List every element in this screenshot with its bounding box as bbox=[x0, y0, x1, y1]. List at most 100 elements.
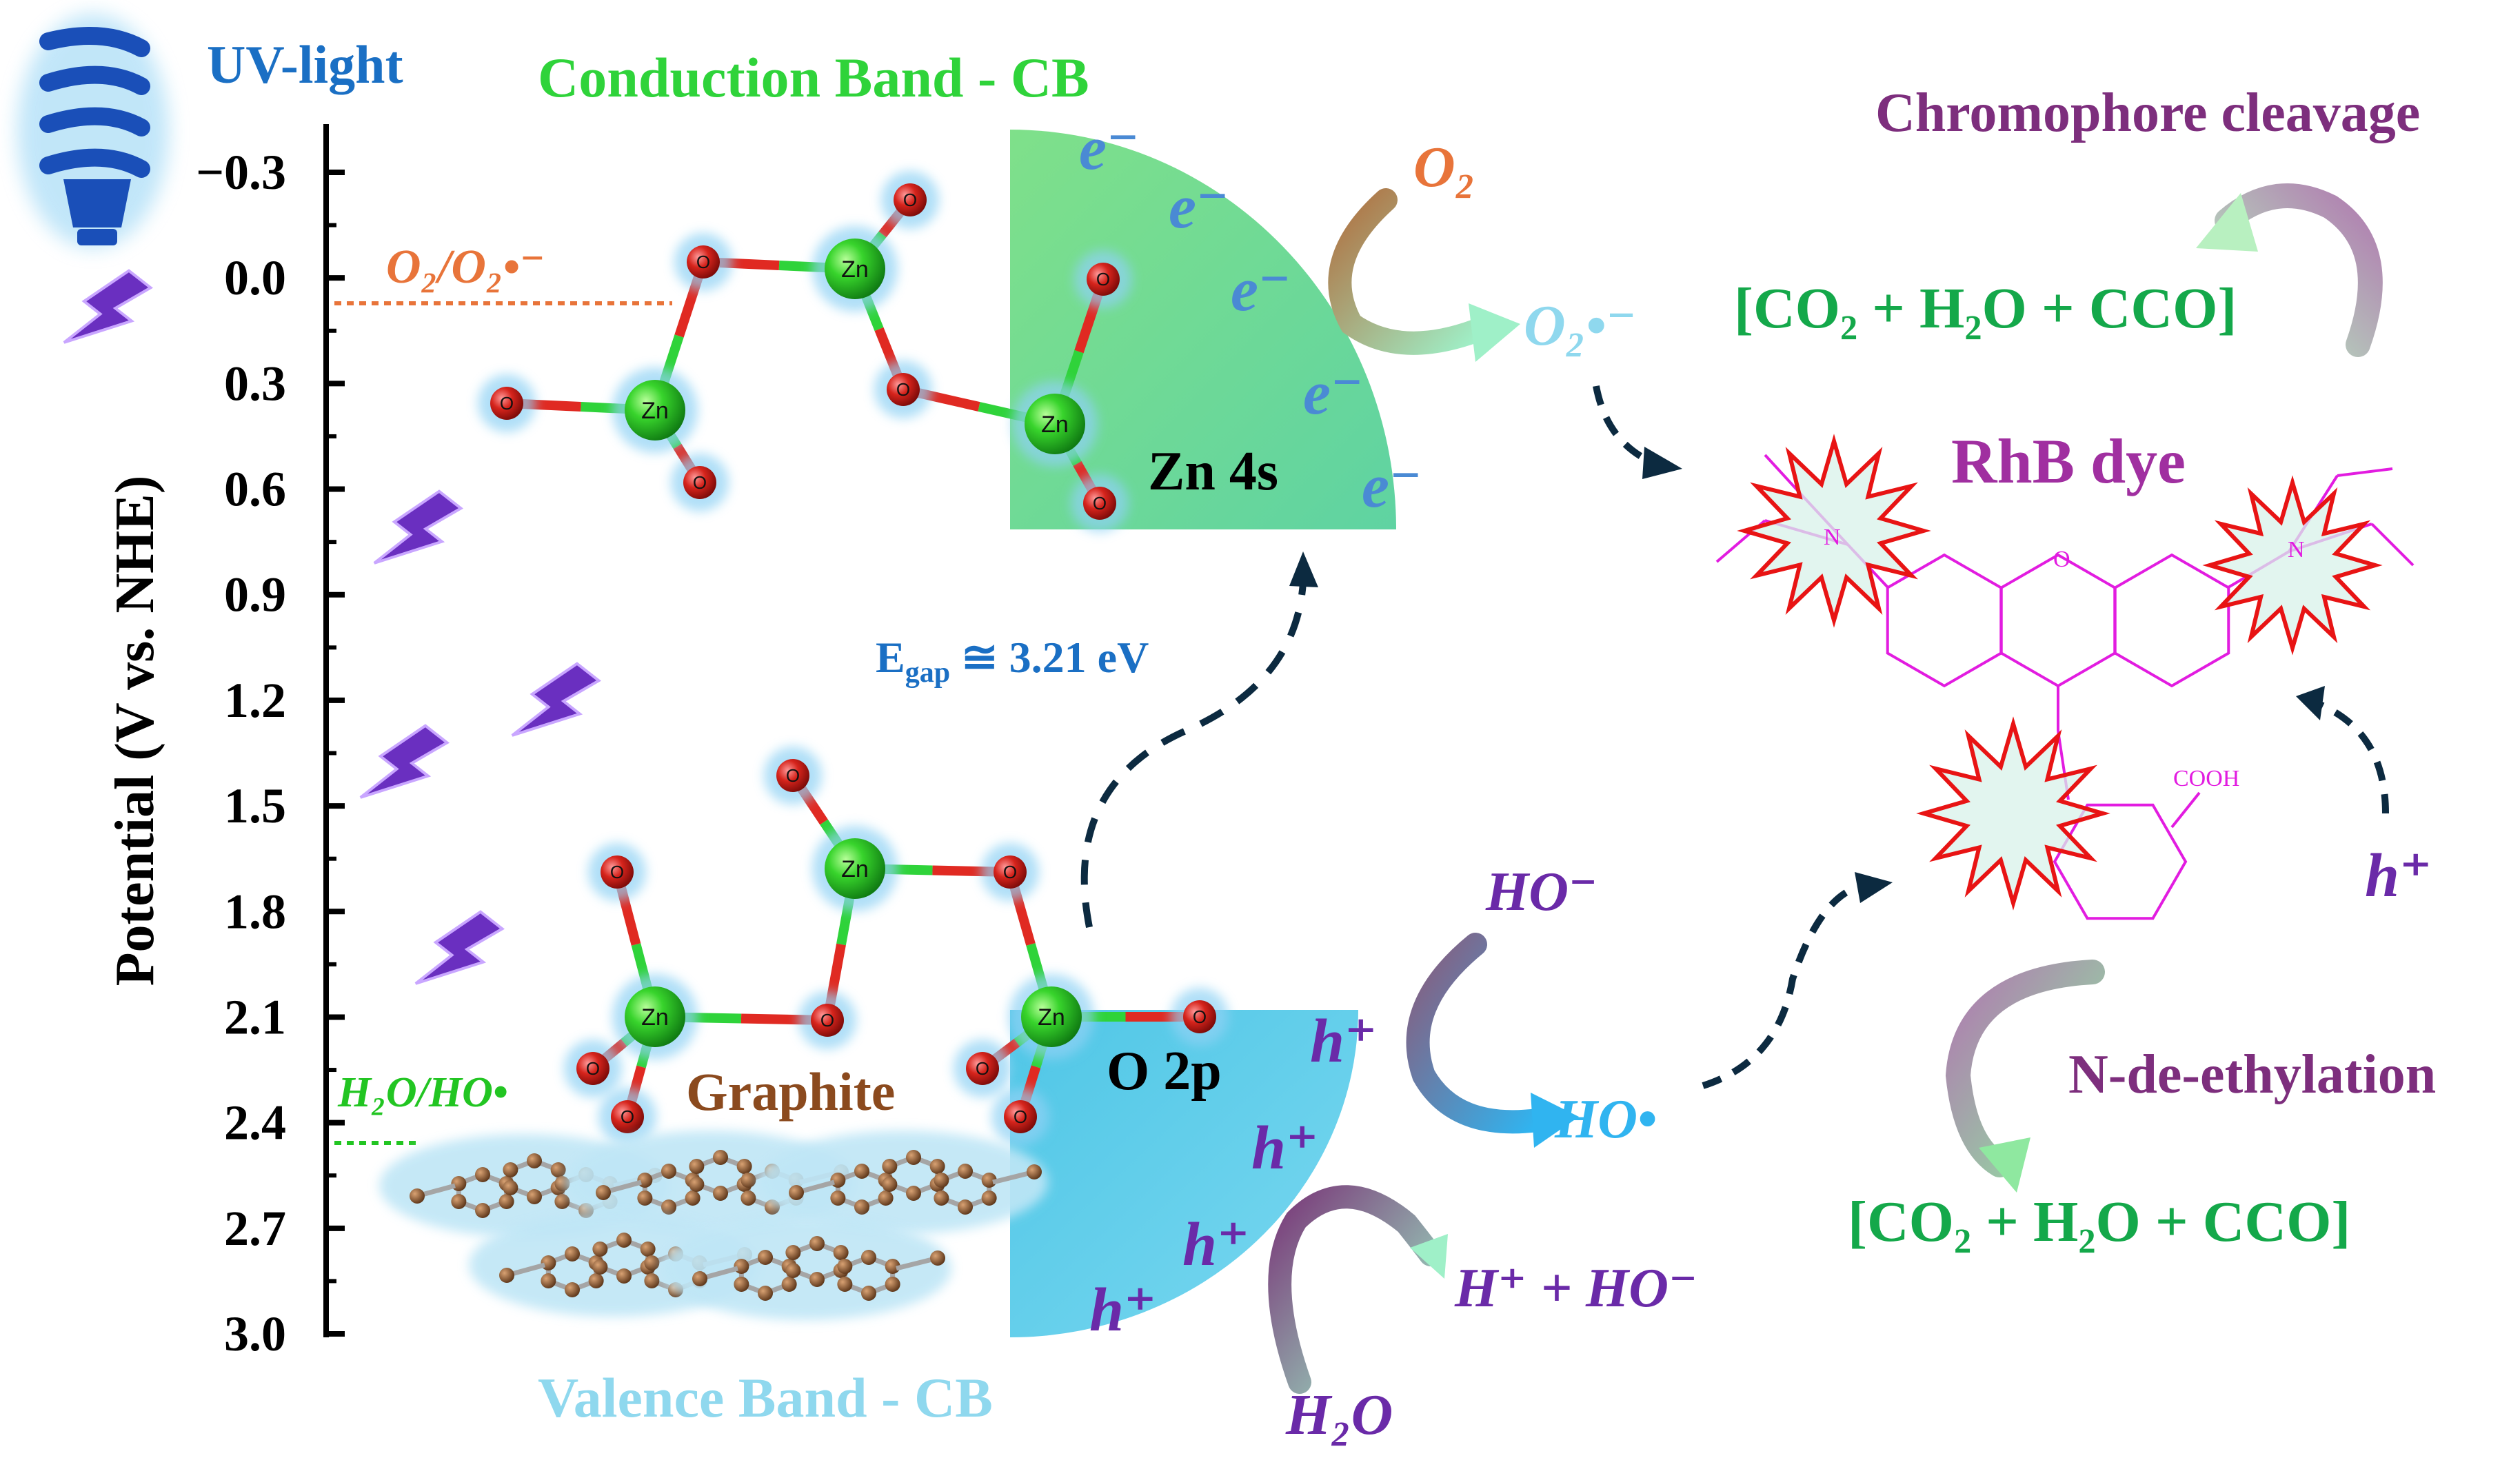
conduction-band-shape bbox=[1010, 130, 1396, 529]
h2o-couple-label: H₂O/HO• bbox=[337, 1069, 508, 1116]
o-atom-label: O bbox=[1003, 862, 1017, 882]
axis-tick-label: 1.5 bbox=[224, 778, 286, 833]
water-oxidation-arrowhead bbox=[1410, 1234, 1448, 1279]
o-atom bbox=[776, 759, 809, 792]
axis-tick-label: 2.4 bbox=[224, 1095, 286, 1151]
water-oxidation-arrow bbox=[1268, 1185, 1442, 1394]
carbon-atom bbox=[885, 1277, 900, 1292]
o-atom-label: O bbox=[610, 862, 624, 882]
electron-label: e⁻ bbox=[1231, 256, 1291, 324]
chromophore-arrowhead bbox=[2196, 193, 2258, 252]
rhb-cooh-label: COOH bbox=[2173, 766, 2239, 791]
carbon-atom bbox=[837, 1277, 853, 1292]
o-atom-label: O bbox=[1193, 1006, 1207, 1027]
rhb-n-right: N bbox=[2288, 537, 2305, 563]
electrons: e⁻ e⁻ e⁻ e⁻ e⁻ bbox=[1079, 114, 1422, 520]
uv-lamp-icon bbox=[17, 14, 169, 248]
n-deethylation-label: N-de-ethylation bbox=[2068, 1044, 2436, 1105]
o-atom bbox=[687, 245, 720, 278]
carbon-atom bbox=[661, 1199, 676, 1215]
attack-burst-icons bbox=[1737, 434, 2383, 911]
o2-species: O₂ bbox=[1413, 135, 1475, 199]
rhb-dye-label: RhB dye bbox=[1951, 426, 2186, 496]
carbon-atom bbox=[592, 1242, 608, 1257]
carbon-atom bbox=[644, 1273, 660, 1288]
o-atom-label: O bbox=[500, 393, 514, 414]
o2p-label: O 2p bbox=[1107, 1041, 1222, 1102]
graphite-label: Graphite bbox=[686, 1062, 895, 1122]
rhb-molecule bbox=[1715, 454, 2415, 920]
carbon-atom bbox=[958, 1164, 973, 1179]
superoxide-to-dye-arrow bbox=[1593, 385, 1653, 465]
zn-atom-label: Zn bbox=[1041, 412, 1069, 438]
axis-tick-label: 2.1 bbox=[224, 989, 286, 1044]
h-plus-ho-species: H⁺ + HO⁻ bbox=[1454, 1258, 1697, 1319]
h2o-species: H₂O bbox=[1285, 1383, 1393, 1447]
carbon-atom bbox=[616, 1233, 632, 1248]
o-atom-label: O bbox=[903, 190, 917, 210]
o-atom-label: O bbox=[820, 1010, 834, 1031]
lightning-bolt-icon bbox=[359, 724, 450, 799]
carbon-atom bbox=[854, 1199, 869, 1215]
carbon-atom bbox=[541, 1273, 556, 1288]
carbon-atom bbox=[689, 1177, 705, 1192]
carbon-atom bbox=[565, 1282, 580, 1297]
deethylation-arrowhead bbox=[1979, 1137, 2030, 1193]
o-atom bbox=[1183, 1000, 1216, 1033]
uv-light-label: UV-light bbox=[207, 34, 403, 94]
carbon-atom bbox=[541, 1255, 556, 1270]
hole-label: h⁺ bbox=[1251, 1114, 1319, 1182]
lightning-bolt-icon bbox=[414, 910, 505, 985]
zn-atom bbox=[625, 380, 685, 440]
o-atom-label: O bbox=[586, 1058, 600, 1079]
o-atom bbox=[490, 387, 523, 420]
carbon-atom bbox=[785, 1263, 801, 1278]
o-atom-label: O bbox=[1014, 1106, 1027, 1127]
attack-burst-icon bbox=[1916, 716, 2110, 911]
ho-oxidation-arrow bbox=[1406, 933, 1549, 1134]
rhb-o-label: O bbox=[2053, 547, 2070, 572]
carbon-atom bbox=[713, 1150, 728, 1165]
carbon-atom bbox=[885, 1259, 900, 1274]
carbon-atom bbox=[981, 1173, 997, 1188]
rhb-ring bbox=[2113, 553, 2230, 688]
o-atom bbox=[811, 1004, 844, 1037]
carbon-atom bbox=[809, 1272, 825, 1287]
hole-label: h⁺ bbox=[1310, 1007, 1378, 1075]
conduction-band-title: Conduction Band - CB bbox=[538, 46, 1089, 109]
o2-reduction-arrowhead bbox=[1469, 303, 1520, 362]
rhb-bond bbox=[2337, 467, 2393, 477]
carbon-atom bbox=[906, 1150, 921, 1165]
carbon-atom bbox=[554, 1194, 570, 1209]
axis-tick-label: 0.3 bbox=[224, 356, 286, 411]
zn-atom bbox=[1025, 394, 1085, 454]
o-atom bbox=[966, 1052, 999, 1085]
excitation-arrowhead bbox=[1289, 551, 1318, 587]
o-atom-label: O bbox=[621, 1106, 634, 1127]
carbon-atom bbox=[588, 1273, 604, 1288]
carbon-atom bbox=[685, 1191, 700, 1206]
chromophore-arrow bbox=[2215, 183, 2383, 357]
attack-burst-icon bbox=[2202, 475, 2383, 656]
axis-tick-label: −0.3 bbox=[196, 145, 286, 200]
axis-tick-label: 0.9 bbox=[224, 567, 286, 622]
electron-label: e⁻ bbox=[1169, 173, 1229, 241]
o-atom bbox=[1083, 487, 1116, 520]
carbon-atom bbox=[736, 1159, 752, 1174]
rhb-ring bbox=[2053, 803, 2188, 920]
products-bottom: [CO₂ + H₂O + CCO] bbox=[1848, 1190, 2350, 1254]
zn-atom bbox=[625, 986, 685, 1047]
products-top: [CO₂ + H₂O + CCO] bbox=[1734, 276, 2237, 341]
axis-tick-label: 3.0 bbox=[224, 1306, 286, 1361]
o-atom-label: O bbox=[696, 252, 710, 272]
carbon-atom bbox=[878, 1191, 894, 1206]
carbon-atom bbox=[934, 1191, 949, 1206]
o2-couple-label: O₂/O₂•⁻ bbox=[386, 241, 545, 294]
rhb-bond bbox=[2170, 791, 2201, 829]
carbon-atom bbox=[734, 1277, 749, 1292]
hole-to-dye-arrowhead bbox=[2296, 686, 2325, 720]
hole-to-dye-arrow bbox=[2315, 700, 2389, 814]
lightning-bolt-icon bbox=[63, 269, 154, 344]
